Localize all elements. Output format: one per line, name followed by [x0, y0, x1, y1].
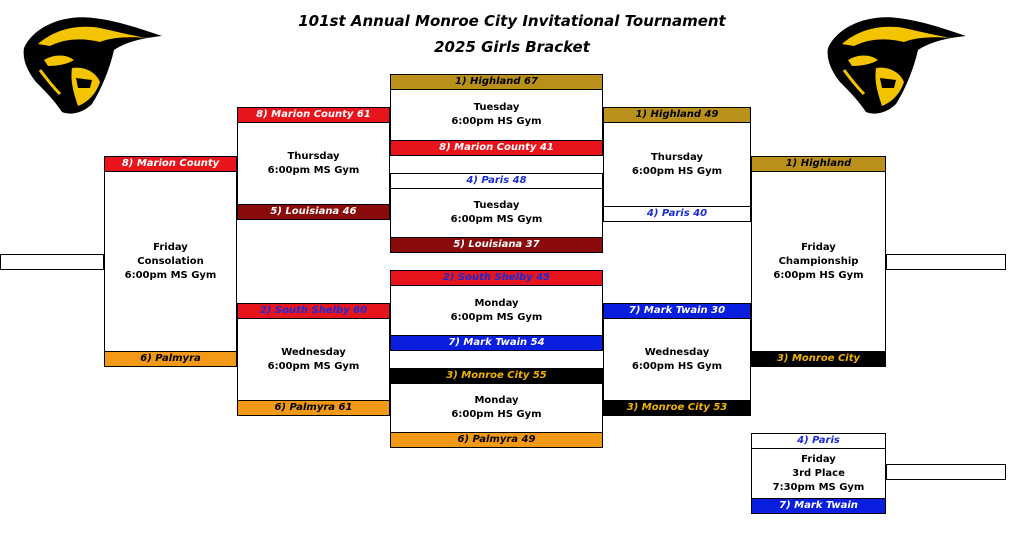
game-box-wednesday-hs: Wednesday 6:00pm HS Gym	[603, 319, 751, 400]
team-slot: 6) Palmyra 49	[390, 432, 603, 448]
game-box-tuesday-hs: Tuesday 6:00pm HS Gym	[390, 90, 603, 140]
team-slot: 5) Louisiana 37	[390, 237, 603, 253]
right-bracket-line	[886, 254, 1006, 270]
team-slot: 7) Mark Twain	[751, 498, 886, 514]
game-time: 6:00pm MS Gym	[450, 311, 543, 323]
game-time: 6:00pm HS Gym	[631, 360, 723, 372]
game-time: 6:00pm MS Gym	[450, 214, 543, 225]
game-day: Wednesday	[644, 346, 710, 358]
game-day: Thursday	[650, 151, 704, 163]
game-name: 3rd Place	[792, 467, 845, 479]
game-day: Friday	[801, 453, 836, 465]
team-slot: 8) Marion County 41	[390, 140, 603, 156]
game-time: 6:00pm HS Gym	[451, 409, 542, 420]
game-name: Consolation	[137, 255, 204, 267]
team-slot: 7) Mark Twain 30	[603, 303, 751, 319]
game-day: Tuesday	[473, 200, 520, 211]
team-slot: 1) Highland 67	[390, 74, 603, 90]
game-box-tuesday-ms: Tuesday 6:00pm MS Gym	[390, 189, 603, 237]
game-day: Monday	[474, 297, 519, 309]
game-box-championship: Friday Championship 6:00pm HS Gym	[751, 172, 886, 351]
game-box-wednesday-ms: Wednesday 6:00pm MS Gym	[237, 319, 390, 400]
game-time: 6:00pm MS Gym	[124, 269, 217, 281]
game-day: Friday	[153, 241, 188, 253]
game-box-third-place: Friday 3rd Place 7:30pm MS Gym	[751, 449, 886, 498]
panther-logo-icon	[827, 17, 966, 114]
game-time: 6:00pm MS Gym	[267, 360, 360, 372]
team-slot: 2) South Shelby 45	[390, 270, 603, 286]
game-box-monday-ms: Monday 6:00pm MS Gym	[390, 286, 603, 335]
team-slot: 4) Paris 40	[603, 206, 751, 222]
team-slot: 1) Highland	[751, 156, 886, 172]
panther-logo-icon	[23, 17, 163, 114]
game-box-consolation: Friday Consolation 6:00pm MS Gym	[104, 172, 237, 351]
game-box-monday-hs: Monday 6:00pm HS Gym	[390, 384, 603, 432]
game-time: 7:30pm MS Gym	[772, 481, 865, 493]
team-slot: 4) Paris 48	[390, 173, 603, 189]
left-bracket-line	[0, 254, 104, 270]
game-day: Friday	[801, 241, 836, 253]
game-box-thursday-ms: Thursday 6:00pm MS Gym	[237, 123, 390, 204]
game-time: 6:00pm HS Gym	[631, 165, 723, 177]
team-slot: 8) Marion County 61	[237, 107, 390, 123]
game-time: 6:00pm HS Gym	[451, 116, 542, 127]
team-slot: 4) Paris	[751, 433, 886, 449]
team-slot: 7) Mark Twain 54	[390, 335, 603, 351]
third-place-line	[886, 464, 1006, 480]
game-time: 6:00pm HS Gym	[773, 269, 864, 281]
team-slot: 8) Marion County	[104, 156, 237, 172]
team-slot: 3) Monroe City 55	[390, 368, 603, 384]
page-title: 101st Annual Monroe City Invitational To…	[298, 12, 726, 30]
team-slot: 5) Louisiana 46	[237, 204, 390, 220]
team-slot: 2) South Shelby 60	[237, 303, 390, 319]
game-day: Tuesday	[473, 102, 520, 113]
team-slot: 6) Palmyra	[104, 351, 237, 367]
game-day: Thursday	[287, 150, 340, 162]
team-slot: 3) Monroe City	[751, 351, 886, 367]
page-subtitle: 2025 Girls Bracket	[434, 38, 590, 56]
team-slot: 1) Highland 49	[603, 107, 751, 123]
team-slot: 3) Monroe City 53	[603, 400, 751, 416]
game-day: Monday	[474, 395, 519, 406]
game-time: 6:00pm MS Gym	[267, 164, 360, 176]
game-box-thursday-hs: Thursday 6:00pm HS Gym	[603, 123, 751, 206]
game-name: Championship	[778, 255, 859, 267]
game-day: Wednesday	[281, 346, 346, 358]
team-slot: 6) Palmyra 61	[237, 400, 390, 416]
